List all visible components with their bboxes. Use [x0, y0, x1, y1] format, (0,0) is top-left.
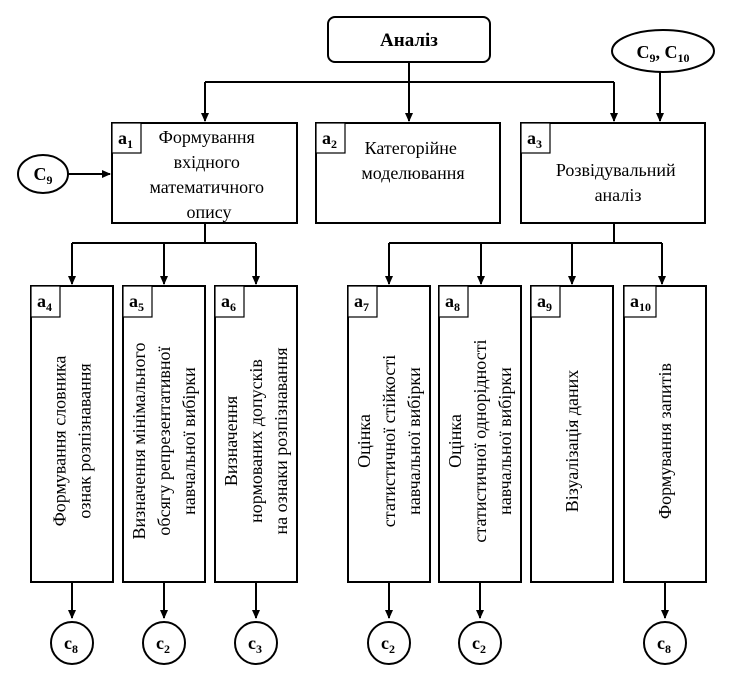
- root-node: Аналіз: [327, 16, 491, 63]
- level1-nodes: a1 Формування вхідного математичного опи…: [111, 122, 706, 224]
- node-a10-tag: a10: [630, 291, 651, 314]
- side-input-node: C9: [17, 154, 69, 194]
- node-a8-tag: a8: [445, 291, 460, 314]
- output-label-a10: c8: [657, 633, 671, 656]
- top-input-node: C9, C10: [611, 29, 715, 73]
- node-a7-tag: a7: [354, 291, 369, 314]
- node-a1-text: Формування вхідного математичного опису: [149, 127, 268, 222]
- node-a6-tag: a6: [221, 291, 236, 314]
- connectors: [68, 62, 666, 285]
- node-a10-text: Формування запитів: [655, 363, 675, 519]
- output-label-a8: c2: [472, 633, 486, 656]
- output-node-a5: c2: [142, 621, 186, 665]
- top-input-label: C9, C10: [637, 42, 690, 65]
- node-a4-tag: a4: [37, 291, 52, 314]
- node-a1: a1 Формування вхідного математичного опи…: [111, 122, 298, 224]
- node-a3-tag: a3: [527, 128, 542, 151]
- output-node-a10: c8: [643, 621, 687, 665]
- output-label-a7: c2: [381, 633, 395, 656]
- output-node-a4: c8: [50, 621, 94, 665]
- node-a5-tag: a5: [129, 291, 144, 314]
- node-a3: a3 Розвідувальний аналіз: [520, 122, 706, 224]
- output-node-a8: c2: [458, 621, 502, 665]
- node-a9-text: Візуалізація даних: [562, 370, 582, 513]
- node-a3-text: Розвідувальний аналіз: [556, 160, 680, 205]
- output-label-a6: c3: [248, 633, 262, 656]
- node-a2: a2 Категорійне моделювання: [315, 122, 501, 224]
- output-label-a4: c8: [64, 633, 78, 656]
- output-node-a6: c3: [234, 621, 278, 665]
- side-input-label: C9: [34, 164, 53, 187]
- node-a2-tag: a2: [322, 128, 337, 151]
- node-a9-tag: a9: [537, 291, 552, 314]
- output-node-a7: c2: [367, 621, 411, 665]
- output-label-a5: c2: [156, 633, 170, 656]
- root-label: Аналіз: [380, 30, 438, 51]
- node-a2-text: Категорійне моделювання: [361, 138, 464, 183]
- node-a1-tag: a1: [118, 128, 133, 151]
